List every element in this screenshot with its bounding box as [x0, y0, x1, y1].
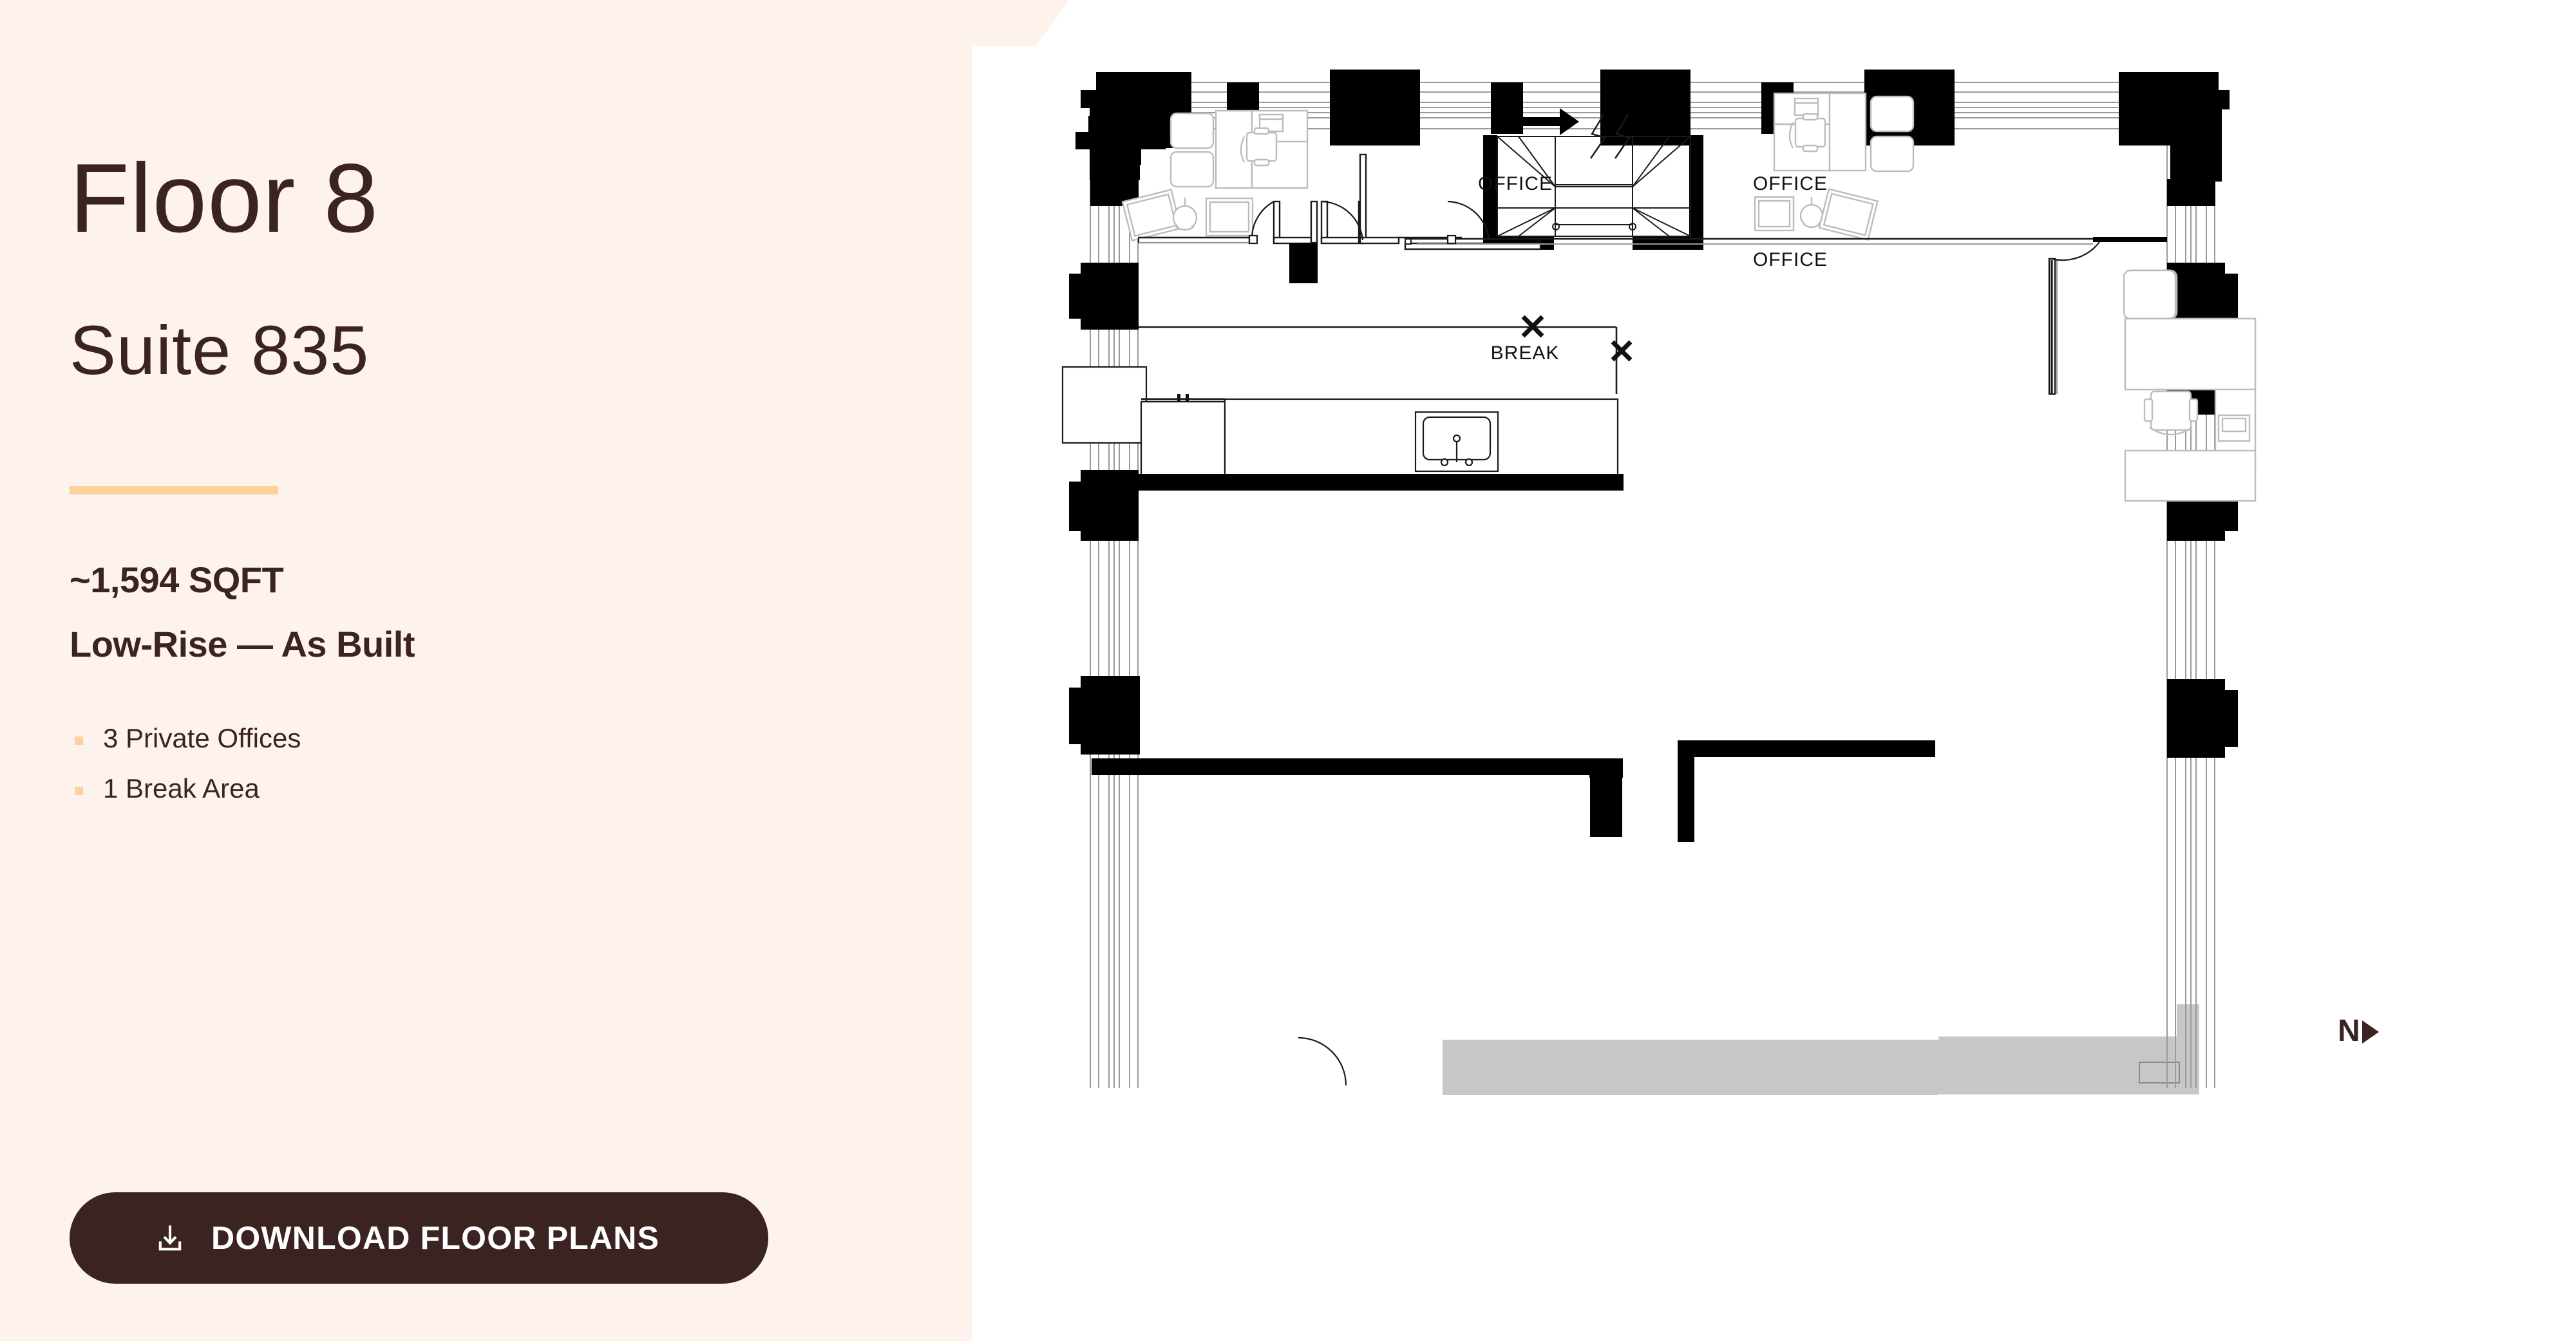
download-floor-plans-button[interactable]: DOWNLOAD FLOOR PLANS	[70, 1192, 768, 1284]
room-labels: OFFICE OFFICE OFFICE BREAK	[1478, 173, 1828, 364]
demo-marks	[1521, 315, 1633, 362]
list-item: 3 Private Offices	[70, 722, 301, 755]
download-button-label: DOWNLOAD FLOOR PLANS	[211, 1220, 660, 1256]
north-arrow-icon	[2362, 1020, 2379, 1044]
north-indicator: N	[2338, 1016, 2379, 1047]
structural-columns-right	[2167, 179, 2238, 541]
room-label: OFFICE	[1753, 173, 1828, 194]
exterior-window-walls	[1090, 82, 2215, 1088]
bullet-icon	[75, 787, 83, 796]
lower-structure	[1069, 676, 2238, 842]
structural-columns	[1075, 70, 2230, 182]
room-label: OFFICE	[1478, 173, 1553, 194]
furniture-right-office	[1754, 92, 1915, 241]
interior-partitions	[1137, 153, 2167, 395]
info-panel	[0, 0, 972, 1341]
room-label: OFFICE	[1753, 249, 1828, 270]
room-label: BREAK	[1491, 342, 1560, 364]
break-kitchen	[1061, 366, 1624, 491]
suite-subtitle: Suite 835	[70, 311, 370, 389]
north-label: N	[2338, 1014, 2360, 1048]
feature-label: 1 Break Area	[103, 773, 260, 804]
feature-label: 3 Private Offices	[103, 723, 301, 753]
adjacent-space-fill	[1443, 1004, 2199, 1095]
accent-divider	[70, 486, 278, 494]
download-icon	[158, 1225, 182, 1251]
info-panel-content: Floor 8 Suite 835 ~1,594 SQFT Low-Rise —…	[70, 0, 842, 1341]
door-swings	[1248, 200, 2100, 1086]
list-item: 1 Break Area	[70, 773, 301, 805]
type-stat: Low-Rise — As Built	[70, 624, 415, 664]
stair-direction-arrow	[1520, 108, 1678, 135]
page-title: Floor 8	[70, 144, 379, 253]
bullet-icon	[75, 736, 83, 745]
floor-plan-svg: OFFICE OFFICE OFFICE BREAK	[1061, 70, 2257, 1095]
feature-list: 3 Private Offices 1 Break Area	[70, 722, 301, 823]
furniture-left-office	[1121, 109, 1309, 242]
floor-plan-drawing[interactable]: OFFICE OFFICE OFFICE BREAK #plan-svg { t…	[972, 0, 2576, 1341]
furniture-office-3	[2123, 269, 2257, 502]
area-stat: ~1,594 SQFT	[70, 559, 284, 600]
